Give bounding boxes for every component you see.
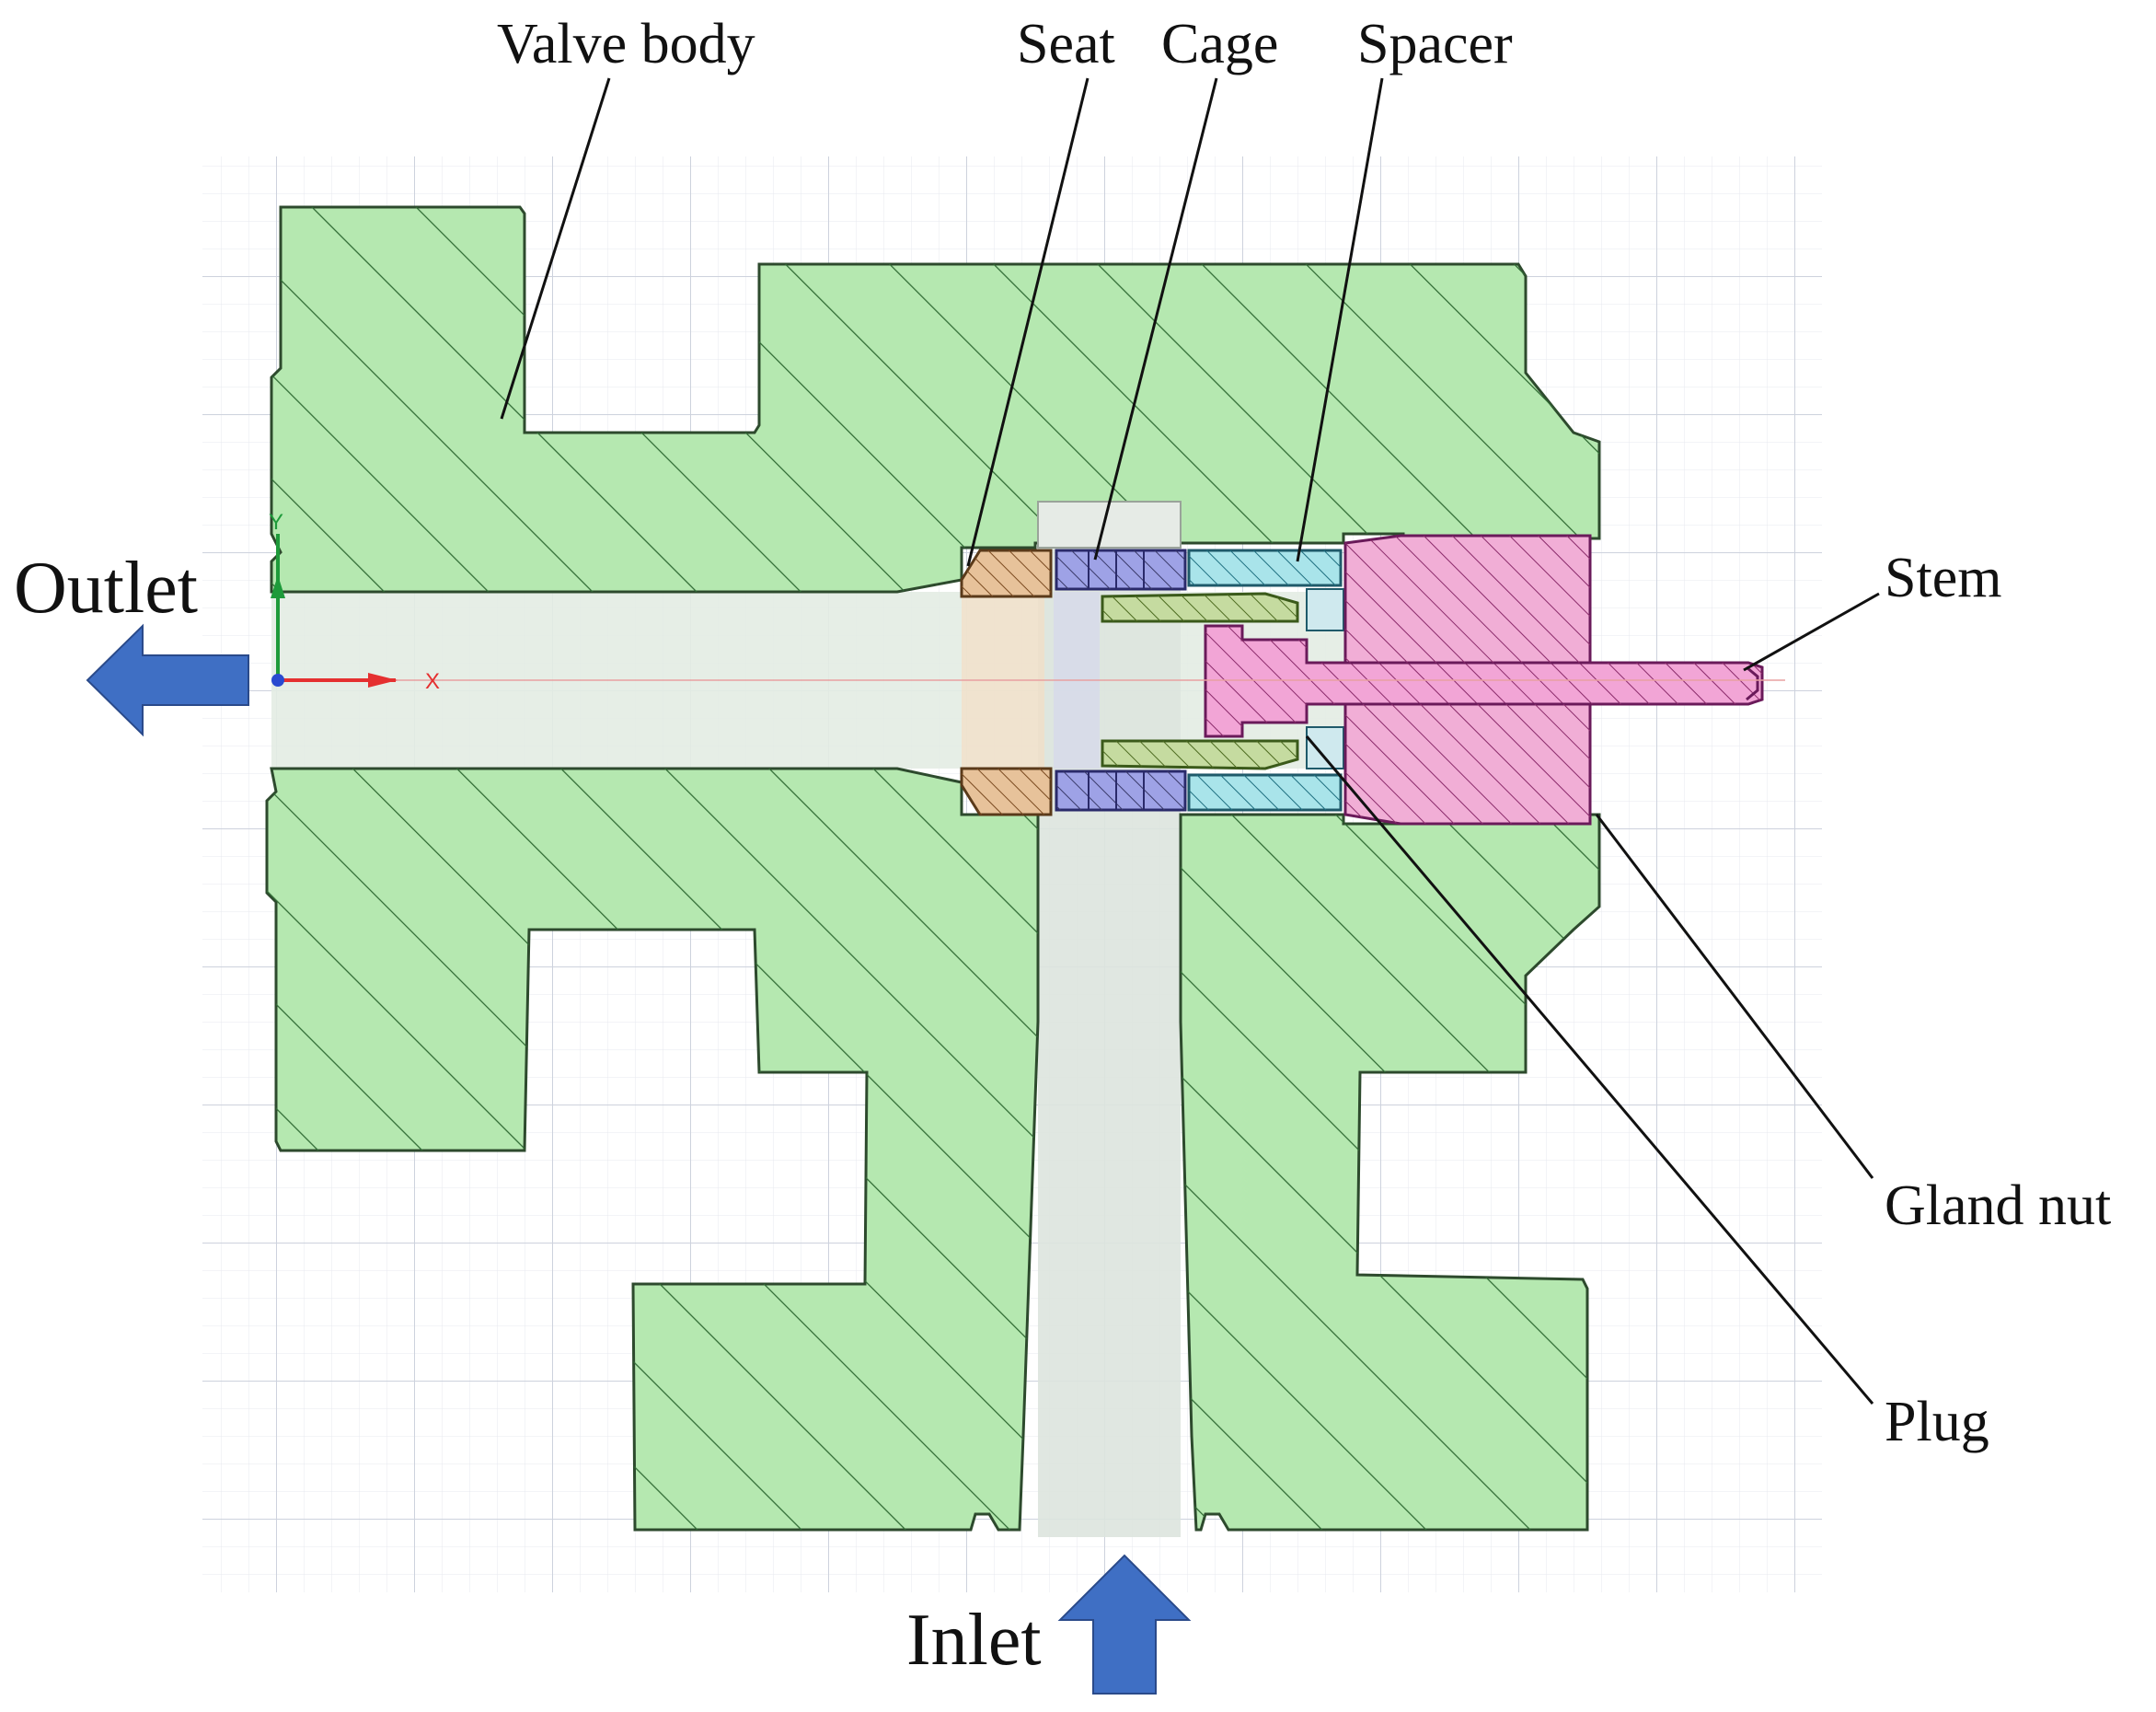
gland-nut [1343, 534, 1592, 826]
leader-stem [1743, 592, 1880, 672]
leader-valve-body [500, 77, 611, 420]
inlet-arrow [1057, 1554, 1192, 1695]
x-axis-arrowhead [368, 673, 398, 688]
label-spacer: Spacer [1357, 13, 1513, 75]
label-outlet: Outlet [14, 548, 198, 629]
x-axis-label: X [425, 669, 440, 694]
plug [1101, 592, 1299, 770]
label-gland-nut: Gland nut [1885, 1174, 2111, 1237]
y-axis-label: Y [269, 510, 283, 535]
label-cage: Cage [1161, 13, 1278, 75]
leader-spacer [1296, 77, 1384, 562]
leader-gland-nut [1595, 814, 1874, 1179]
axis-triad: X Y [269, 510, 440, 694]
outlet-arrow [86, 623, 249, 737]
y-axis-arrowhead [271, 575, 285, 598]
leader-plug [1305, 735, 1874, 1405]
seat [960, 549, 1053, 816]
label-seat: Seat [1017, 13, 1115, 75]
label-stem: Stem [1885, 547, 2001, 609]
leader-lines [500, 77, 1880, 1405]
leader-seat [966, 77, 1090, 567]
label-valve-body: Valve body [497, 13, 755, 75]
valve-body [265, 205, 1601, 1532]
spacer [1187, 549, 1344, 812]
stem [1204, 624, 1764, 738]
cage [1055, 549, 1187, 812]
label-inlet: Inlet [906, 1600, 1042, 1681]
leader-cage [1093, 77, 1218, 561]
label-plug: Plug [1885, 1391, 1989, 1453]
axis-origin [271, 674, 284, 687]
